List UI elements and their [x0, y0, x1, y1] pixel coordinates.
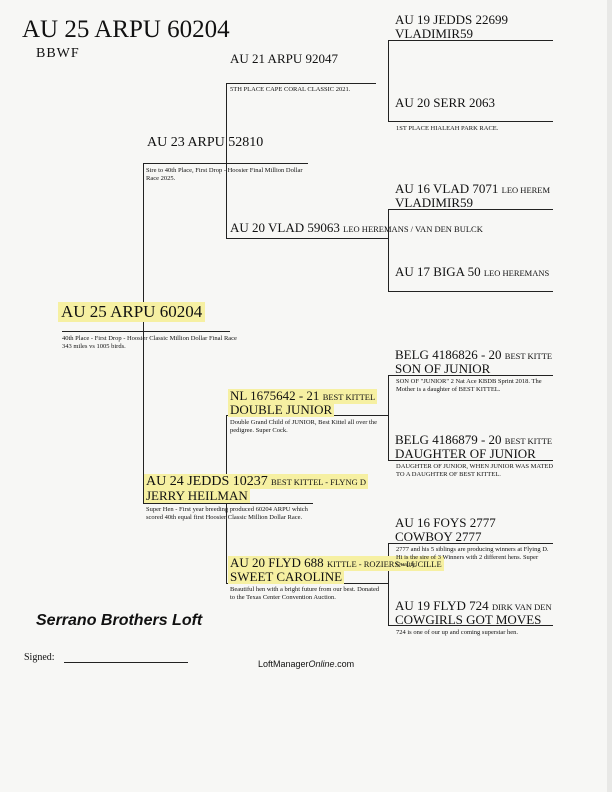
pedigree-title: AU 25 ARPU 60204 — [22, 16, 230, 43]
bracket-gen1-vertical — [143, 163, 144, 504]
g4-c-band-text: AU 16 VLAD 7071 — [395, 181, 499, 196]
bracket-g4-e-vertical — [388, 375, 389, 460]
bracket-g4-a-vertical — [388, 40, 389, 121]
dam-band-text: AU 24 JEDDS 10237 — [146, 474, 268, 489]
sire-note: Sire to 40th Place, First Drop - Hoosier… — [146, 167, 303, 182]
dam-sire-note: Double Grand Child of JUNIOR, Best Kitte… — [230, 419, 377, 434]
g4-b-underline — [388, 121, 553, 122]
site-credit: LoftManagerOnline.com — [258, 659, 354, 669]
bracket-g4-c-vertical — [388, 209, 389, 291]
g4-f-underline — [388, 460, 553, 461]
g4-c-breeder: LEO HEREM — [501, 185, 551, 195]
g4-h-band: AU 19 FLYD 724 DIRK VAN DEN — [395, 599, 552, 614]
pedigree-subtitle: BBWF — [36, 46, 80, 61]
g4-c-name: VLADIMIR59 — [395, 195, 473, 210]
g4-b-note: 1ST PLACE HIALEAH PARK RACE. — [396, 125, 499, 132]
g4-g-name: COWBOY 2777 — [395, 529, 482, 544]
dam-note: Super Hen - First year breeding produced… — [146, 506, 308, 521]
g4-e-breeder: BEST KITTE — [504, 351, 553, 361]
dam-sire-name: DOUBLE JUNIOR — [228, 402, 335, 417]
dam-dam-note: Beautiful hen with a bright future from … — [230, 586, 380, 601]
dam-name: JERRY HEILMAN — [144, 488, 250, 503]
sire-dam-breeder: LEO HEREMANS / VAN DEN BULCK — [343, 224, 483, 234]
dam-sire-band: NL 1675642 - 21 BEST KITTEL — [228, 388, 378, 404]
g4-e-note: SON OF "JUNIOR" 2 Nat Ace KBDB Sprint 20… — [396, 378, 542, 393]
g4-g-underline — [388, 543, 553, 544]
dam-sire-breeder: BEST KITTEL — [322, 392, 376, 402]
g4-e-band: BELG 4186826 - 20 BEST KITTE — [395, 348, 552, 363]
g4-f-band: BELG 4186879 - 20 BEST KITTE — [395, 433, 552, 448]
dam-dam-band: AU 20 FLYD 688 KITTLE - ROZIERS - LUCILL… — [228, 556, 444, 571]
g4-g-note: 2777 and his 5 siblings are producing wi… — [396, 546, 549, 568]
bracket-g4-g-vertical — [388, 543, 389, 625]
g4-d-band-text: AU 17 BIGA 50 — [395, 264, 481, 279]
g4-e-name: SON OF JUNIOR — [395, 361, 491, 376]
sire-band: AU 23 ARPU 52810 — [147, 135, 264, 150]
sire-sire-band: AU 21 ARPU 92047 — [230, 51, 338, 66]
g4-e-band-text: BELG 4186826 - 20 — [395, 347, 502, 362]
g4-c-band: AU 16 VLAD 7071 LEO HEREM — [395, 182, 550, 197]
dam-sire-band-text: NL 1675642 - 21 — [230, 388, 320, 403]
sire-underline — [143, 163, 308, 164]
dam-dam-name: SWEET CAROLINE — [228, 569, 345, 584]
g4-f-name: DAUGHTER OF JUNIOR — [395, 446, 536, 461]
sire-dam-underline — [226, 238, 388, 239]
g4-g-band: AU 16 FOYS 2777 — [395, 515, 496, 530]
g4-h-name: COWGIRLS GOT MOVES — [395, 612, 542, 627]
dam-band: AU 24 JEDDS 10237 BEST KITTEL - FLYNG D — [144, 474, 368, 489]
site-credit-italic: Online — [308, 659, 335, 669]
site-credit-suffix: .com — [334, 659, 355, 669]
g4-b-band: AU 20 SERR 2063 — [395, 95, 496, 110]
dam-underline — [143, 503, 313, 504]
g4-f-note: DAUGHTER OF JUNIOR, WHEN JUNIOR WAS MATE… — [396, 463, 554, 478]
loft-name: Serrano Brothers Loft — [36, 612, 203, 629]
g4-h-underline — [388, 625, 553, 626]
g4-a-name: VLADIMIR59 — [395, 26, 473, 41]
dam-breeder: BEST KITTEL - FLYNG D — [270, 477, 366, 487]
bracket-sire-vertical — [226, 83, 227, 238]
dam-dam-band-text: AU 20 FLYD 688 — [230, 555, 324, 570]
g4-h-breeder: DIRK VAN DEN — [491, 602, 552, 612]
g4-a-underline — [388, 40, 553, 41]
signature-line — [64, 662, 188, 663]
g4-d-underline — [388, 291, 553, 292]
g4-a-band: AU 19 JEDDS 22699 — [395, 12, 509, 27]
sire-dam-band-text: AU 20 VLAD 59063 — [230, 220, 340, 235]
g4-c-underline — [388, 209, 553, 210]
g4-d-breeder: LEO HEREMANS — [483, 268, 550, 278]
signed-label: Signed: — [24, 652, 55, 663]
dam-dam-breeder: KITTLE - ROZIERS - LUCILLE — [326, 559, 442, 569]
scan-edge — [607, 0, 612, 792]
g4-h-note: 724 is one of our up and coming supersta… — [396, 629, 519, 636]
g4-e-underline — [388, 375, 553, 376]
subject-underline — [62, 331, 230, 332]
g4-f-band-text: BELG 4186879 - 20 — [395, 432, 502, 447]
g4-d-band: AU 17 BIGA 50 LEO HEREMANS — [395, 265, 549, 280]
g4-f-breeder: BEST KITTE — [504, 436, 553, 446]
subject-band: AU 25 ARPU 60204 — [58, 302, 206, 322]
sire-sire-underline — [226, 83, 376, 84]
g4-h-band-text: AU 19 FLYD 724 — [395, 598, 489, 613]
sire-dam-band: AU 20 VLAD 59063 LEO HEREMANS / VAN DEN … — [230, 221, 483, 236]
subject-note: 40th Place - First Drop - Hoosier Classi… — [62, 335, 237, 350]
sire-sire-note: 5TH PLACE CAPE CORAL CLASSIC 2021. — [230, 86, 351, 93]
site-credit-prefix: LoftManager — [258, 659, 309, 669]
